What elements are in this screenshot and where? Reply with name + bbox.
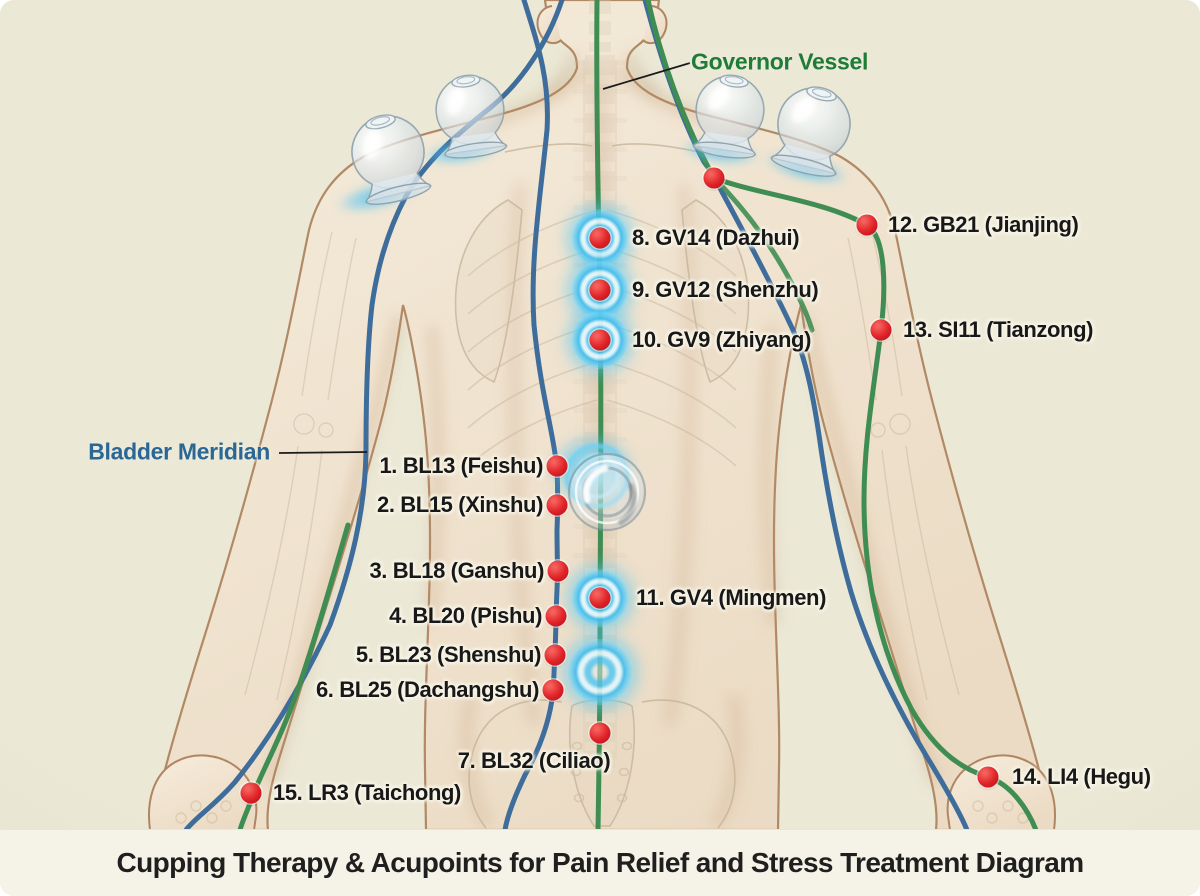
acupoint-label-bl23: 5. BL23 (Shenshu) xyxy=(355,642,542,667)
callout-lines xyxy=(278,62,691,454)
acupoint-dot-gv14 xyxy=(589,227,611,249)
acupoint-label-gv9: 10. GV9 (Zhiyang) xyxy=(632,327,812,352)
bladder-meridian-label: Bladder Meridian xyxy=(88,438,270,465)
acupoint-label-gb21: 12. GB21 (Jianjing) xyxy=(888,212,1079,237)
sacral-glow-ring xyxy=(567,639,633,705)
acupoint-label-gv4: 11. GV4 (Mingmen) xyxy=(636,585,827,610)
acupoint-label-bl20: 4. BL20 (Pishu) xyxy=(389,603,542,628)
acupoint-dot-gv4 xyxy=(589,587,611,609)
cupping-cup-back-top-view xyxy=(547,430,647,532)
acupoint-dot-gv9 xyxy=(589,329,611,351)
acupoint-label-bl18: 3. BL18 (Ganshu) xyxy=(369,558,544,583)
left-ear xyxy=(536,5,562,45)
acupoint-dot-lr3 xyxy=(240,782,262,804)
acupoint-dot-bl13 xyxy=(546,455,568,477)
acupoint-dot-si11 xyxy=(870,319,892,341)
diagram-title: Cupping Therapy & Acupoints for Pain Rel… xyxy=(116,847,1084,878)
title-bar: Cupping Therapy & Acupoints for Pain Rel… xyxy=(0,829,1200,896)
acupoint-dot-gv12 xyxy=(589,279,611,301)
acupoint-dot-gb21 xyxy=(856,214,878,236)
acupoint-label-si11: 13. SI11 (Tianzong) xyxy=(903,317,1094,342)
acupoint-dot-bl20 xyxy=(545,605,567,627)
meridian-junction-dot xyxy=(703,167,725,189)
acupoint-dot-li4 xyxy=(977,766,999,788)
acupoint-label-lr3: 15. LR3 (Taichong) xyxy=(273,780,461,805)
acupoint-label-gv14: 8. GV14 (Dazhui) xyxy=(632,225,800,250)
acupoint-dot-bl32 xyxy=(589,722,611,744)
governor-vessel-callout xyxy=(602,62,691,90)
acupoint-dot-bl25 xyxy=(542,679,564,701)
cupping-cups xyxy=(335,71,858,532)
acupoint-label-bl32: 7. BL32 (Ciliao) xyxy=(457,748,611,773)
acupoint-label-gv12: 9. GV12 (Shenzhu) xyxy=(632,277,819,302)
acupoint-label-bl15: 2. BL15 (Xinshu) xyxy=(377,492,543,517)
acupoint-label-bl25: 6. BL25 (Dachangshu) xyxy=(315,677,539,702)
acupoint-label-bl13: 1. BL13 (Feishu) xyxy=(379,453,543,478)
bladder-meridian-callout xyxy=(278,451,368,454)
acupoint-label-li4: 14. LI4 (Hegu) xyxy=(1012,764,1151,789)
acupoint-dot-bl18 xyxy=(547,560,569,582)
acupoint-dot-bl23 xyxy=(544,644,566,666)
acupoint-dot-bl15 xyxy=(546,494,568,516)
governor-vessel-label: Governor Vessel xyxy=(691,48,869,75)
